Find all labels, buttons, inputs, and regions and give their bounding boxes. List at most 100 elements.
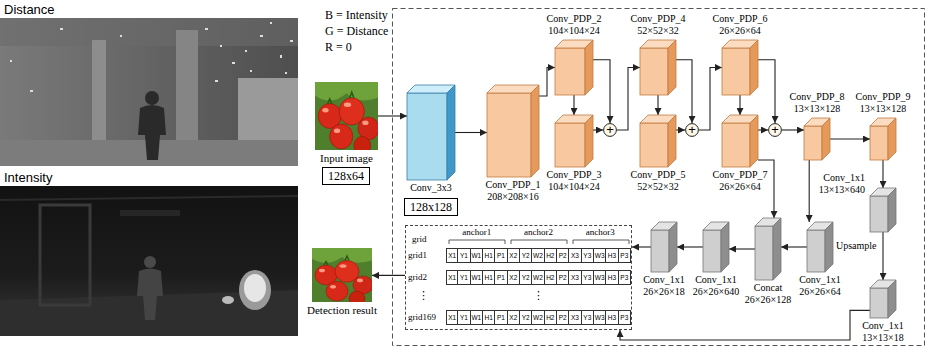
- layer-size: 26×26×64: [719, 25, 760, 37]
- table-cell: Y2: [520, 310, 532, 325]
- table-cell: X3: [569, 310, 581, 325]
- intensity-image-part: [144, 256, 156, 268]
- block-front: [703, 230, 721, 272]
- distance-image-part-part: [10, 60, 12, 62]
- table-cell: P3: [619, 248, 631, 263]
- connector: [378, 115, 407, 116]
- layer-name: Conv_PDP_8: [789, 91, 844, 103]
- layer-name: Conv_PDP_2: [546, 13, 601, 25]
- table-cell: X1: [446, 270, 458, 285]
- block-side: [668, 115, 676, 167]
- distance-image-part: [10, 22, 293, 92]
- connector: [699, 68, 722, 131]
- connector: [809, 160, 810, 222]
- plus-sign: +: [768, 123, 782, 137]
- block-side: [721, 222, 729, 272]
- row-label: grid2: [408, 272, 427, 283]
- intensity-image-part: [137, 269, 163, 321]
- connector: [677, 246, 703, 247]
- layer-size: 52×52×32: [637, 181, 678, 193]
- connector: [455, 132, 487, 133]
- block-front: [555, 48, 585, 95]
- table-cell: W1: [471, 310, 483, 325]
- channel-note: G = Distance: [325, 24, 388, 38]
- connector: [676, 129, 685, 130]
- connector: [782, 129, 804, 130]
- block-side: [750, 115, 758, 167]
- distance-image-part-part: [285, 72, 287, 74]
- layer-size: 208×208×16: [487, 191, 538, 203]
- distance-image-part-part: [260, 35, 263, 37]
- block-shape: [722, 115, 758, 167]
- layer-size: 26×26×128: [745, 294, 791, 306]
- table-cell: W2: [532, 310, 544, 325]
- conv-block: Conv_3x3: [407, 85, 455, 180]
- connector: [372, 275, 405, 276]
- block-side: [822, 118, 830, 160]
- tomato-photo-part: [315, 82, 379, 155]
- conv1x1-block: Conv_1x126×26×18: [651, 222, 677, 272]
- pdp-block: Conv_PDP_452×52×32: [640, 40, 676, 95]
- layer-name: Conv_PDP_4: [630, 13, 685, 25]
- network-frame: [393, 9, 925, 346]
- connector: [632, 246, 651, 247]
- table-cell: Y3: [582, 270, 594, 285]
- block-side: [750, 40, 758, 95]
- layer-name: Concat: [754, 282, 782, 294]
- block-shape: [807, 222, 833, 272]
- block-front: [755, 226, 773, 280]
- table-cell: W1: [471, 270, 483, 285]
- input-image: Input image: [315, 82, 378, 150]
- table-cell: X1: [446, 248, 458, 263]
- block-shape: [804, 118, 830, 160]
- table-cell: P2: [557, 270, 569, 285]
- table-cell: X2: [508, 248, 520, 263]
- table-cell: Y1: [458, 248, 470, 263]
- block-front: [640, 48, 668, 95]
- table-cell: Y2: [520, 248, 532, 263]
- conv1x1-block: Conv_1x126×26×640: [703, 222, 729, 272]
- table-cell: W3: [594, 248, 606, 263]
- pdp-block: Conv_PDP_813×13×128: [804, 118, 830, 160]
- table-cell: W2: [532, 248, 544, 263]
- conv1x1-block: Conv_1x126×26×64: [807, 222, 833, 272]
- block-front: [870, 126, 888, 160]
- layer-name: Conv_PDP_3: [546, 169, 601, 181]
- table-header: grid: [412, 234, 427, 245]
- pdp-block: Conv_PDP_726×26×64: [722, 115, 758, 167]
- add-circle-outline: [769, 124, 782, 137]
- block-side: [585, 115, 593, 167]
- pdp-block: Conv_PDP_1208×208×16: [487, 85, 539, 177]
- connector: [539, 68, 555, 97]
- size-box: 128x128: [404, 198, 458, 216]
- table-cell: X2: [508, 310, 520, 325]
- layer-name: Conv_1x1: [799, 274, 841, 286]
- table-cell: X3: [569, 248, 581, 263]
- anchor-header: anchor1: [462, 227, 491, 238]
- block-front: [555, 123, 585, 167]
- image-caption: Detection result: [307, 304, 377, 317]
- layer-size: 13×13×18: [862, 332, 903, 344]
- pdp-block: Conv_PDP_913×13×128: [870, 118, 896, 160]
- layer-name: Conv_1x1: [695, 274, 737, 286]
- layer-size: 104×104×24: [548, 25, 599, 37]
- connector: [617, 68, 640, 131]
- layer-size: 26×26×64: [719, 181, 760, 193]
- table-cell: Y2: [520, 270, 532, 285]
- table-cell: Y1: [458, 310, 470, 325]
- layer-name: Conv_1x1: [643, 274, 685, 286]
- op-label: Upsample: [836, 240, 877, 252]
- block-shape: [640, 40, 676, 95]
- connector: [830, 138, 870, 139]
- concat-block: Concat26×26×128: [755, 218, 781, 280]
- distance-image-part: [145, 91, 159, 105]
- block-shape: [407, 85, 455, 180]
- table-cell: Y1: [458, 270, 470, 285]
- distance-image-part: [138, 105, 166, 160]
- table-cell: H2: [545, 248, 557, 263]
- table-cell: P2: [557, 310, 569, 325]
- block-front: [870, 196, 888, 232]
- block-shape: [870, 188, 896, 232]
